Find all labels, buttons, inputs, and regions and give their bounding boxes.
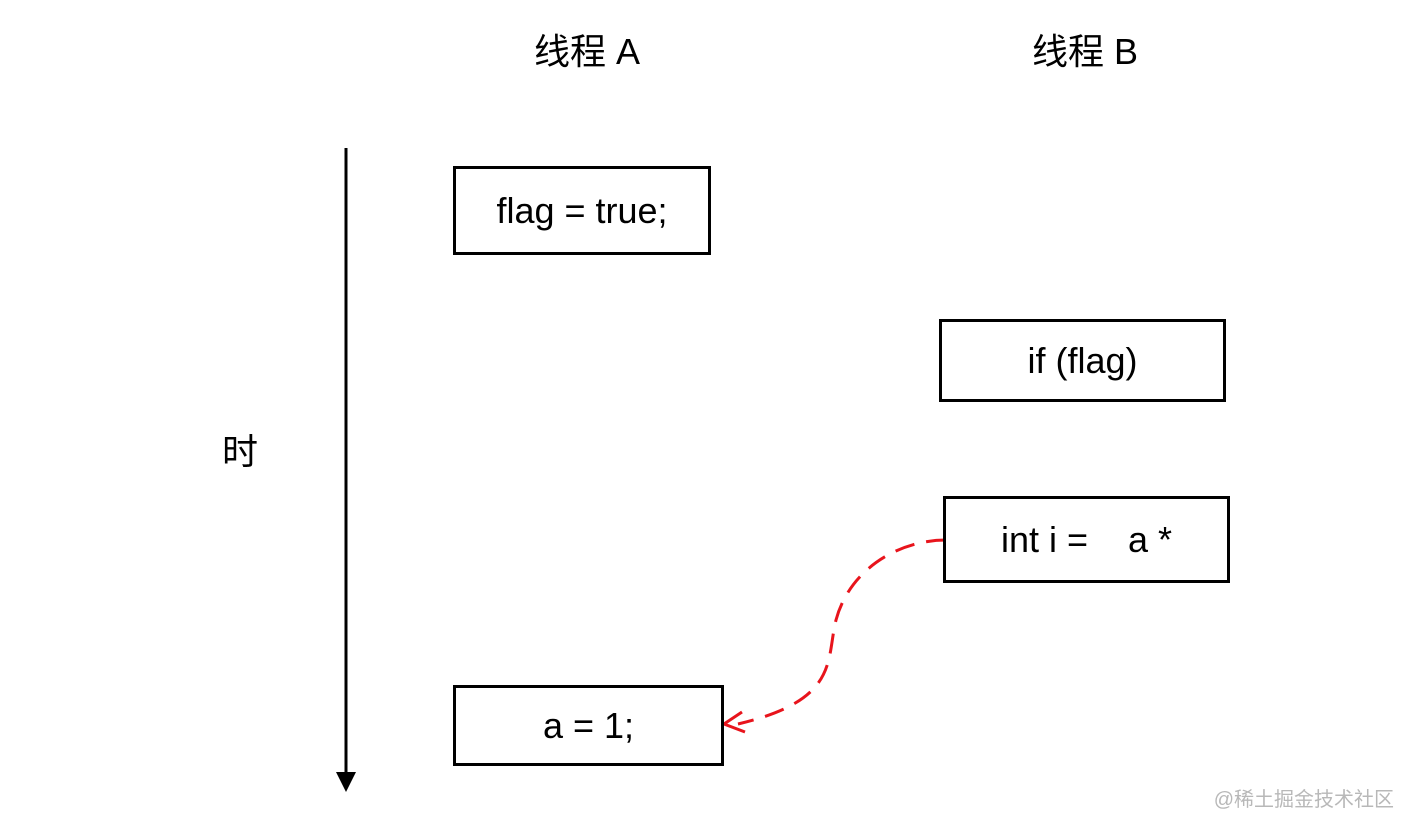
dependency-arrow-head: [720, 710, 746, 734]
dependency-arrow-line: [737, 538, 947, 726]
time-axis-arrowhead: [336, 772, 356, 792]
thread-b-header: 线程 B: [1032, 31, 1139, 72]
thread-a-step-flag-true: flag = true;: [453, 166, 711, 255]
thread-b-step-if-flag: if (flag): [939, 319, 1226, 402]
thread-b-step-int-i: int i = a *: [943, 496, 1230, 583]
thread-a-step-a-assign: a = 1;: [453, 685, 724, 766]
time-axis-label: 时: [222, 431, 259, 472]
watermark: @稀土掘金技术社区: [1213, 789, 1394, 811]
thread-a-header: 线程 A: [534, 31, 641, 72]
